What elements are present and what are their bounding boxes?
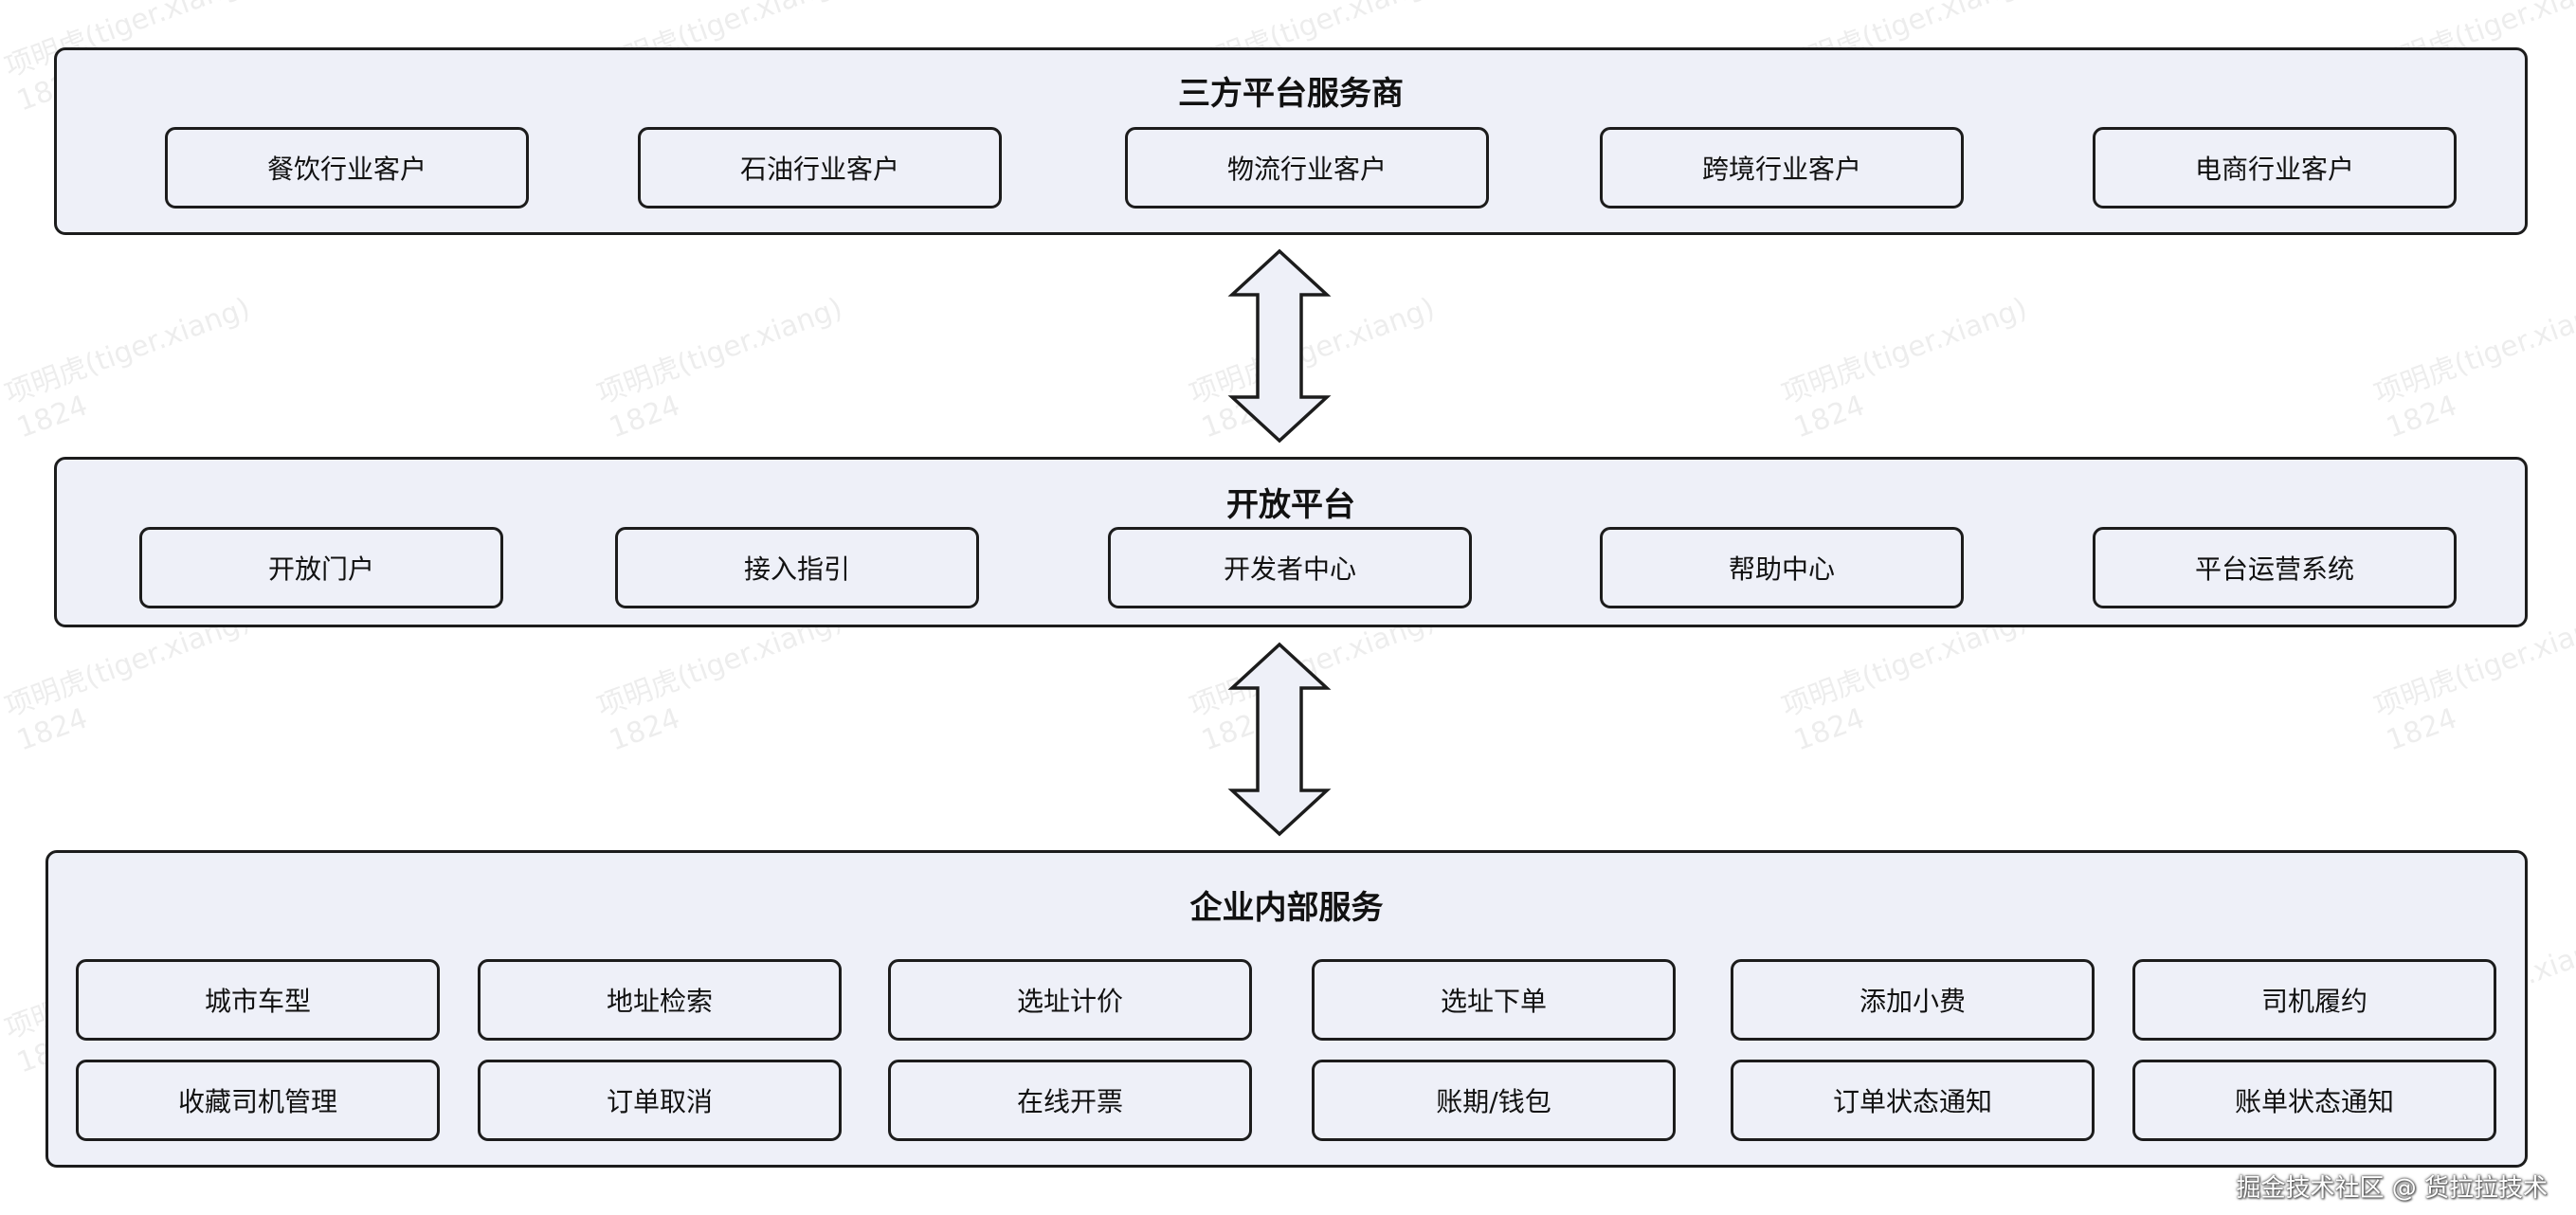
- watermark: 项明虎(tiger.xiang)1824: [2369, 291, 2576, 445]
- internal-services-layer: 企业内部服务: [45, 850, 2528, 1168]
- open-platform-item: 接入指引: [615, 527, 979, 608]
- internal-service-item: 收藏司机管理: [76, 1060, 440, 1141]
- open-platform-title: 开放平台: [1226, 486, 1355, 524]
- internal-service-item: 在线开票: [888, 1060, 1252, 1141]
- watermark: 项明虎(tiger.xiang)1824: [1777, 291, 2032, 445]
- bidirectional-arrow-icon: [1227, 248, 1332, 444]
- third-party-item: 电商行业客户: [2093, 127, 2457, 209]
- open-platform-item: 帮助中心: [1600, 527, 1964, 608]
- third-party-item: 物流行业客户: [1125, 127, 1489, 209]
- watermark: 项明虎(tiger.xiang)1824: [592, 291, 847, 445]
- internal-service-item: 订单状态通知: [1731, 1060, 2095, 1141]
- bidirectional-arrow-icon: [1227, 642, 1332, 837]
- watermark: 项明虎(tiger.xiang)1824: [0, 291, 255, 445]
- internal-service-item: 添加小费: [1731, 959, 2095, 1041]
- internal-services-title: 企业内部服务: [1189, 889, 1384, 927]
- internal-service-item: 选址计价: [888, 959, 1252, 1041]
- open-platform-item: 平台运营系统: [2093, 527, 2457, 608]
- internal-service-item: 选址下单: [1312, 959, 1676, 1041]
- third-party-item: 石油行业客户: [638, 127, 1002, 209]
- internal-service-item: 账单状态通知: [2132, 1060, 2496, 1141]
- third-party-item: 跨境行业客户: [1600, 127, 1964, 209]
- internal-service-item: 司机履约: [2132, 959, 2496, 1041]
- third-party-title: 三方平台服务商: [1178, 75, 1404, 113]
- internal-service-item: 地址检索: [478, 959, 842, 1041]
- internal-service-item: 账期/钱包: [1312, 1060, 1676, 1141]
- open-platform-item: 开发者中心: [1108, 527, 1472, 608]
- internal-service-item: 订单取消: [478, 1060, 842, 1141]
- internal-service-item: 城市车型: [76, 959, 440, 1041]
- third-party-item: 餐饮行业客户: [165, 127, 529, 209]
- footer-credit: 掘金技术社区 @ 货拉拉技术: [2236, 1174, 2548, 1203]
- open-platform-item: 开放门户: [139, 527, 503, 608]
